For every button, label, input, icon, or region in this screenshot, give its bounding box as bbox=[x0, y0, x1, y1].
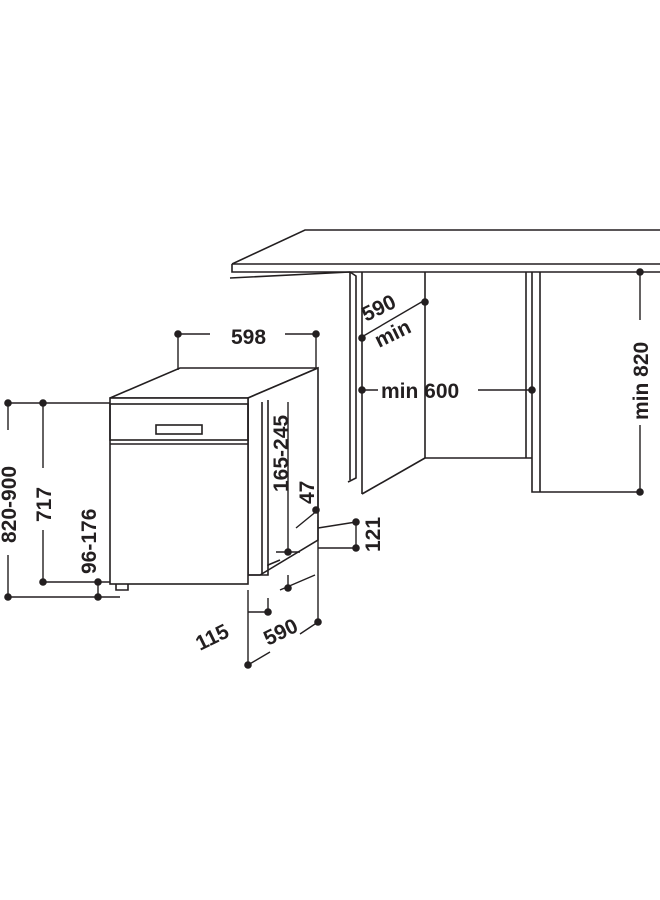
label-min-600: min 600 bbox=[381, 380, 459, 403]
door-handle bbox=[155, 424, 203, 435]
dimension-lines bbox=[4, 268, 644, 669]
label-598: 598 bbox=[231, 326, 266, 349]
label-165-245: 165-245 bbox=[270, 415, 293, 492]
countertop bbox=[231, 229, 660, 273]
label-96-176: 96-176 bbox=[78, 509, 101, 574]
label-717: 717 bbox=[33, 487, 56, 522]
label-820-900: 820-900 bbox=[0, 466, 21, 543]
label-115: 115 bbox=[192, 620, 233, 656]
dishwasher bbox=[109, 366, 319, 591]
label-47: 47 bbox=[296, 481, 319, 504]
label-121: 121 bbox=[362, 517, 385, 552]
niche-cabinet bbox=[229, 271, 640, 495]
label-590-depth: 590 bbox=[260, 614, 302, 650]
label-min-820: min 820 bbox=[630, 342, 653, 420]
